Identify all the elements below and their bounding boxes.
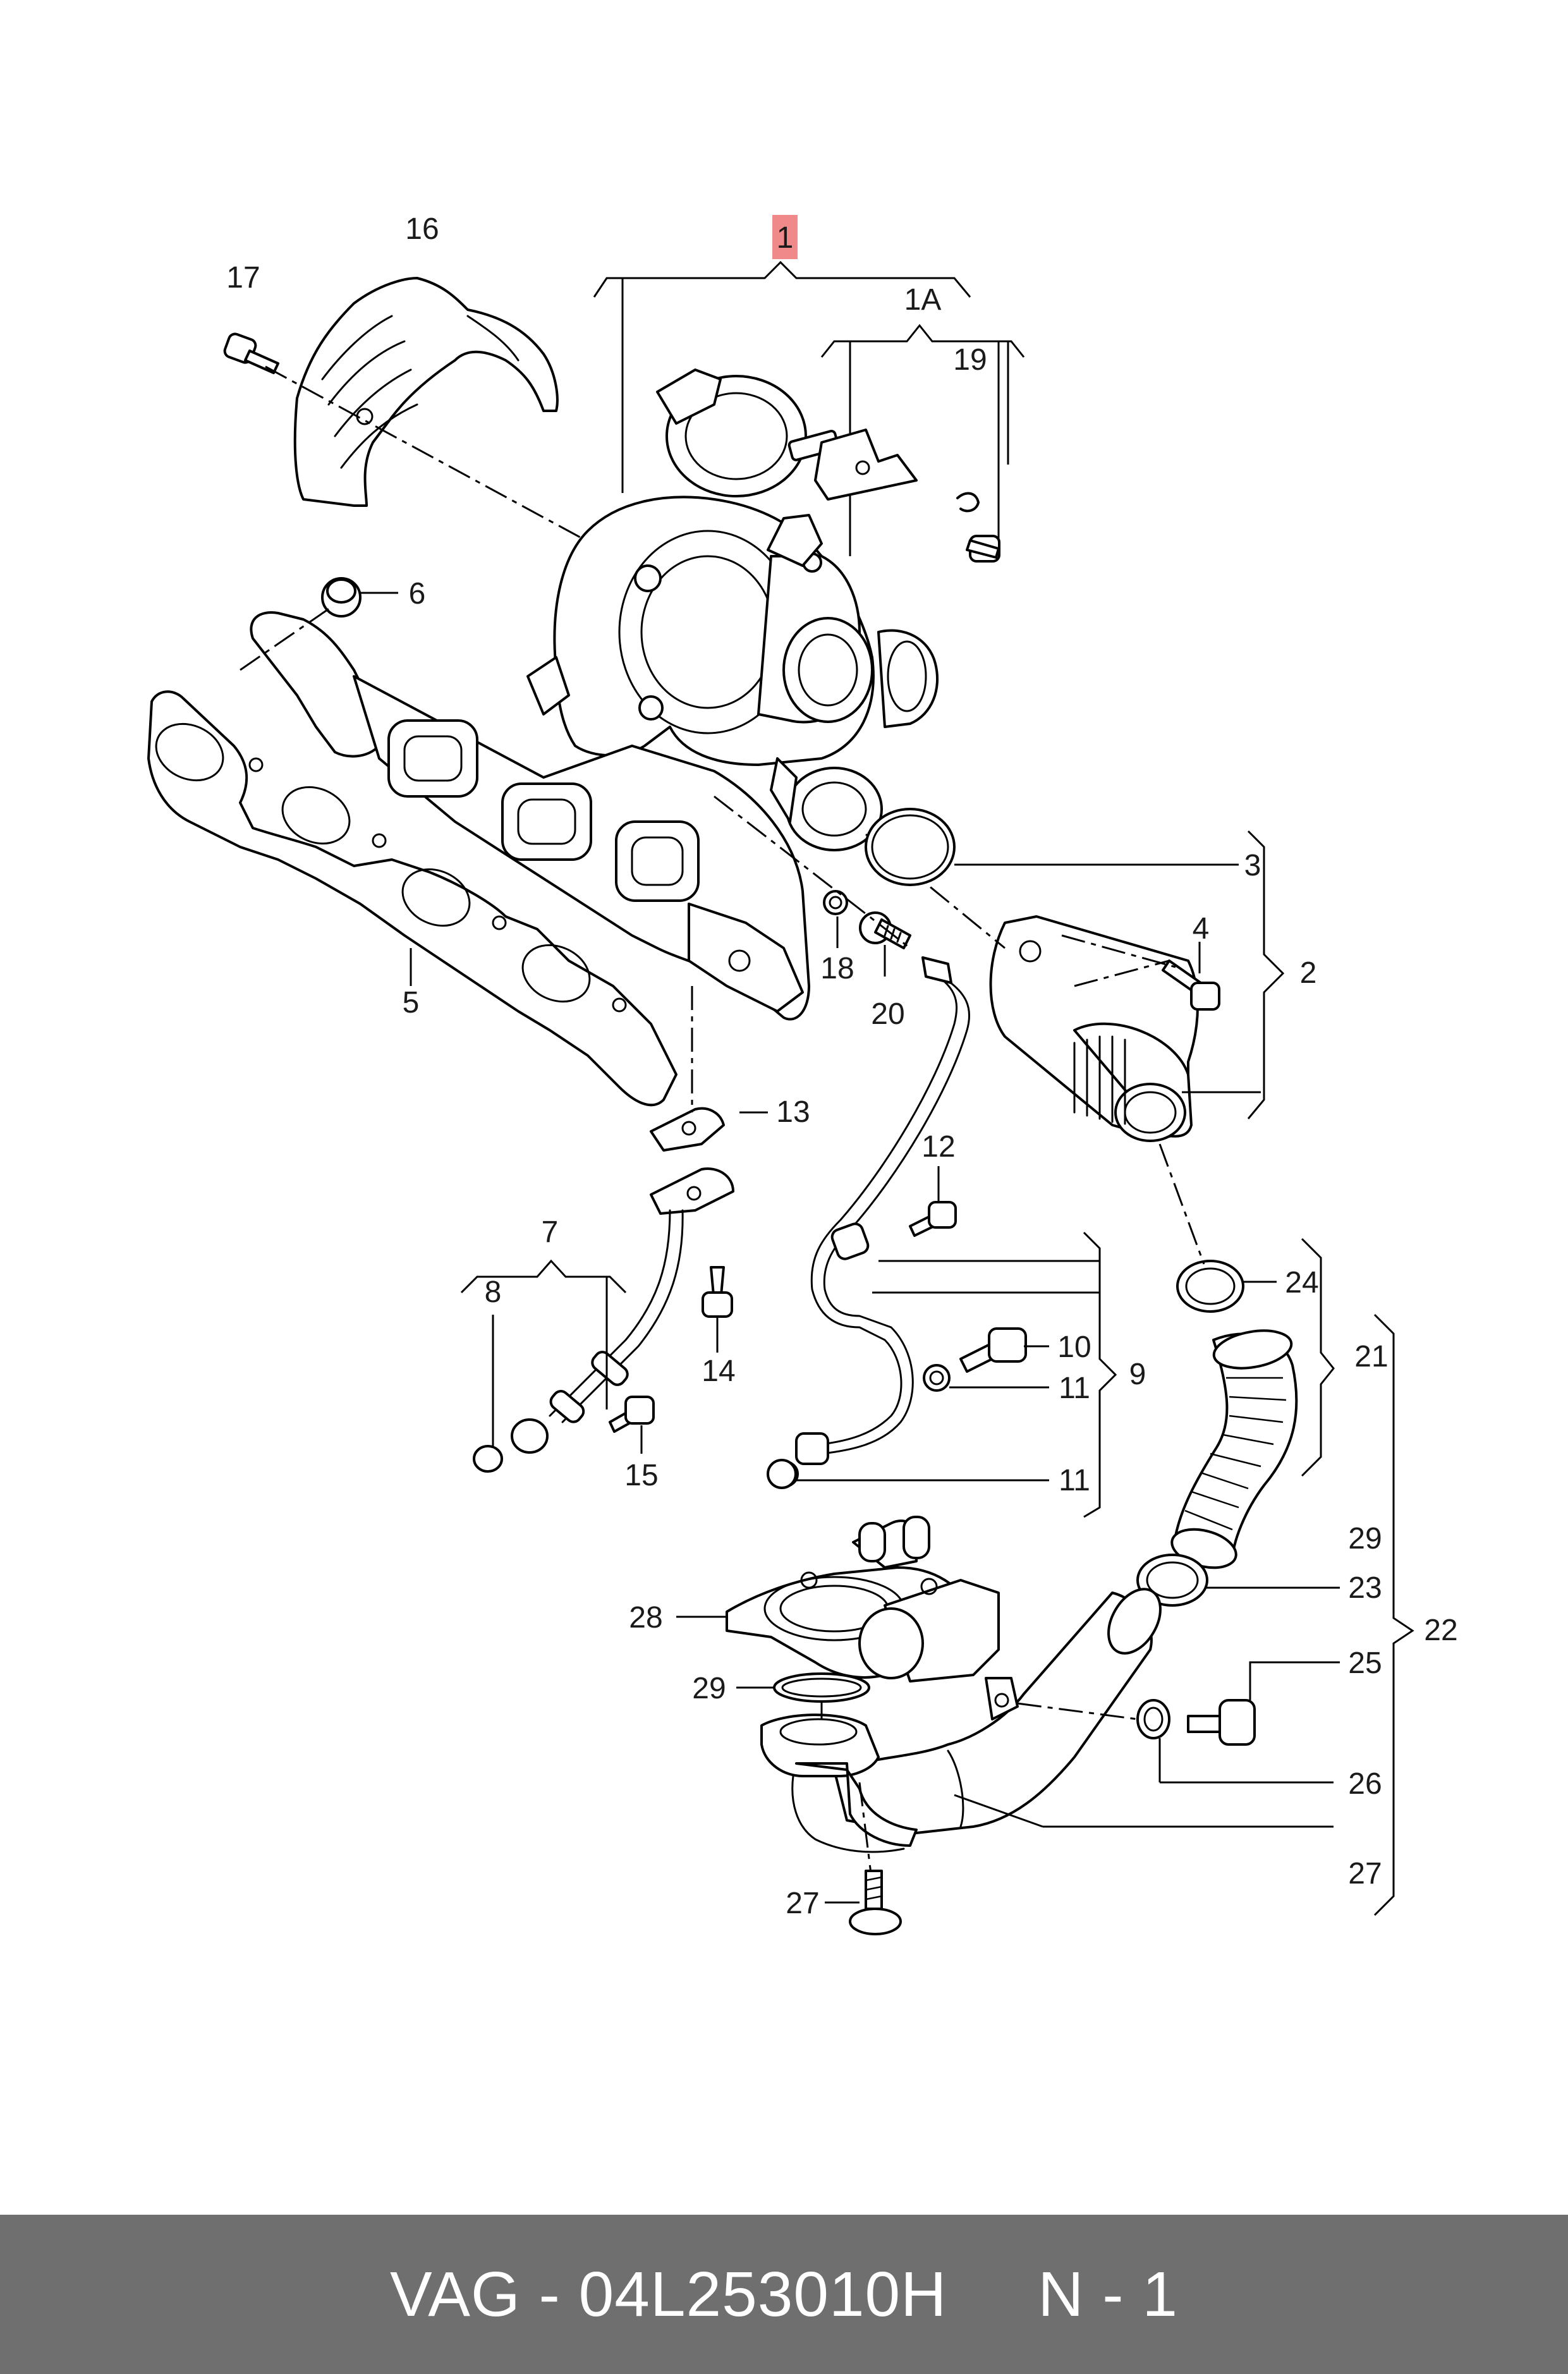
callout-8: 8 xyxy=(485,1275,502,1309)
callout-3: 3 xyxy=(1244,849,1261,882)
callout-12: 12 xyxy=(921,1130,955,1164)
manifold-gasket xyxy=(147,690,678,1107)
bolt-27 xyxy=(849,1870,902,1935)
pipe-flange xyxy=(760,1714,918,1853)
oil-return-line xyxy=(473,1107,734,1473)
callout-19: 19 xyxy=(953,343,987,377)
callout-2: 2 xyxy=(1300,956,1317,990)
highlight-marker xyxy=(772,215,798,259)
part-number-label: VAG - 04L253010H N - 1 xyxy=(390,2258,1178,2330)
part-number-footer: VAG - 04L253010H N - 1 xyxy=(0,2215,1568,2374)
callout-25: 25 xyxy=(1348,1647,1382,1680)
heat-shield xyxy=(293,277,559,507)
washer-18 xyxy=(823,890,848,915)
bracket-1 xyxy=(593,260,971,493)
callout-17: 17 xyxy=(226,261,260,295)
banjo-bolt-20 xyxy=(859,911,911,949)
turbocharger-housing xyxy=(553,496,939,766)
callout-27-bottom: 27 xyxy=(786,1887,819,1920)
callout-14: 14 xyxy=(702,1354,735,1388)
bolt-4 xyxy=(1162,959,1220,1011)
callout-13: 13 xyxy=(776,1095,810,1129)
turbo-outlet xyxy=(770,757,883,851)
washer-11 xyxy=(923,1364,951,1392)
callout-10: 10 xyxy=(1057,1330,1091,1364)
callout-20: 20 xyxy=(871,997,904,1031)
callout-9: 9 xyxy=(1129,1358,1146,1391)
callout-29-left: 29 xyxy=(692,1672,726,1705)
callout-1: 1 xyxy=(777,221,794,255)
seal-26 xyxy=(1136,1699,1170,1739)
callout-27-right: 27 xyxy=(1348,1857,1382,1890)
callout-18: 18 xyxy=(820,952,854,985)
callout-4: 4 xyxy=(1193,912,1210,946)
turbocharger-exploded-diagram: 1 1A 2 3 4 5 6 7 8 9 10 11 11 12 13 14 1… xyxy=(147,212,1458,1935)
callout-1a: 1A xyxy=(904,283,942,317)
callout-11-lower: 11 xyxy=(1059,1464,1090,1497)
flexible-hose xyxy=(1170,1329,1298,1569)
callout-22: 22 xyxy=(1424,1614,1457,1647)
catalytic-converter xyxy=(989,915,1199,1142)
callout-5: 5 xyxy=(403,986,420,1020)
exhaust-manifold xyxy=(250,611,810,1021)
callout-26: 26 xyxy=(1348,1767,1382,1801)
callout-11-upper: 11 xyxy=(1059,1372,1090,1405)
wastegate-actuator xyxy=(656,368,1000,563)
callout-15: 15 xyxy=(624,1459,658,1492)
callout-7: 7 xyxy=(542,1215,559,1249)
egr-cooler-housing xyxy=(726,1516,1000,1683)
callout-16: 16 xyxy=(405,212,439,246)
coolant-pipe xyxy=(833,1588,1162,1834)
bolt-15 xyxy=(609,1396,655,1433)
callout-28: 28 xyxy=(629,1601,662,1634)
callout-23: 23 xyxy=(1348,1571,1382,1605)
callout-21: 21 xyxy=(1354,1340,1388,1373)
bolt-14 xyxy=(702,1266,733,1318)
bolt-25 xyxy=(1187,1699,1256,1746)
callout-24: 24 xyxy=(1285,1266,1318,1300)
callout-29-right: 29 xyxy=(1348,1522,1382,1555)
bolt-17 xyxy=(223,332,279,374)
gasket-ring-3 xyxy=(865,808,956,886)
bolt-12 xyxy=(909,1201,957,1237)
nut-6 xyxy=(321,577,362,618)
callout-6: 6 xyxy=(409,577,426,611)
bolt-10 xyxy=(959,1327,1027,1373)
